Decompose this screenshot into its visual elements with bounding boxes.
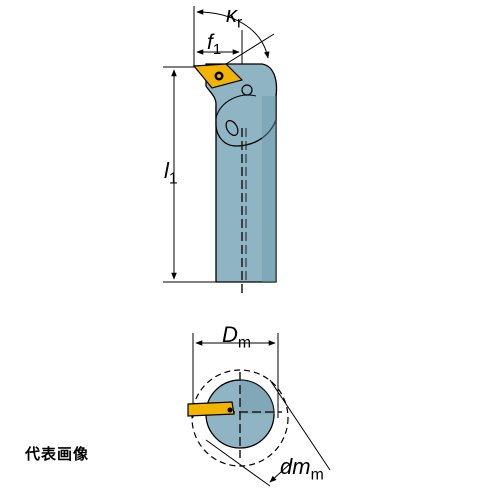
representative-image-caption: 代表画像: [25, 445, 90, 463]
Dm-label: Dm: [222, 322, 252, 352]
chip-pocket-edge: [215, 94, 257, 119]
clamp-screw-icon: [241, 84, 253, 96]
side-view: [163, 6, 278, 296]
coolant-hole-icon: [225, 120, 239, 136]
dmm-arrow: [269, 461, 293, 483]
kappa-arc: [196, 9, 270, 59]
kappa-ref-line: [225, 33, 275, 65]
f1-label: f1: [207, 31, 222, 59]
insert-end-view: [187, 401, 235, 417]
kappa-r-label: κr: [226, 2, 243, 32]
bore-circle: [191, 369, 289, 467]
dmm-ext-line: [269, 379, 331, 471]
dmm-ext-line-2: [205, 439, 271, 487]
end-view: [187, 333, 331, 487]
dmm-label: dmm: [280, 454, 324, 484]
l1-label: l1: [164, 158, 178, 188]
shank-shading: [262, 96, 276, 282]
